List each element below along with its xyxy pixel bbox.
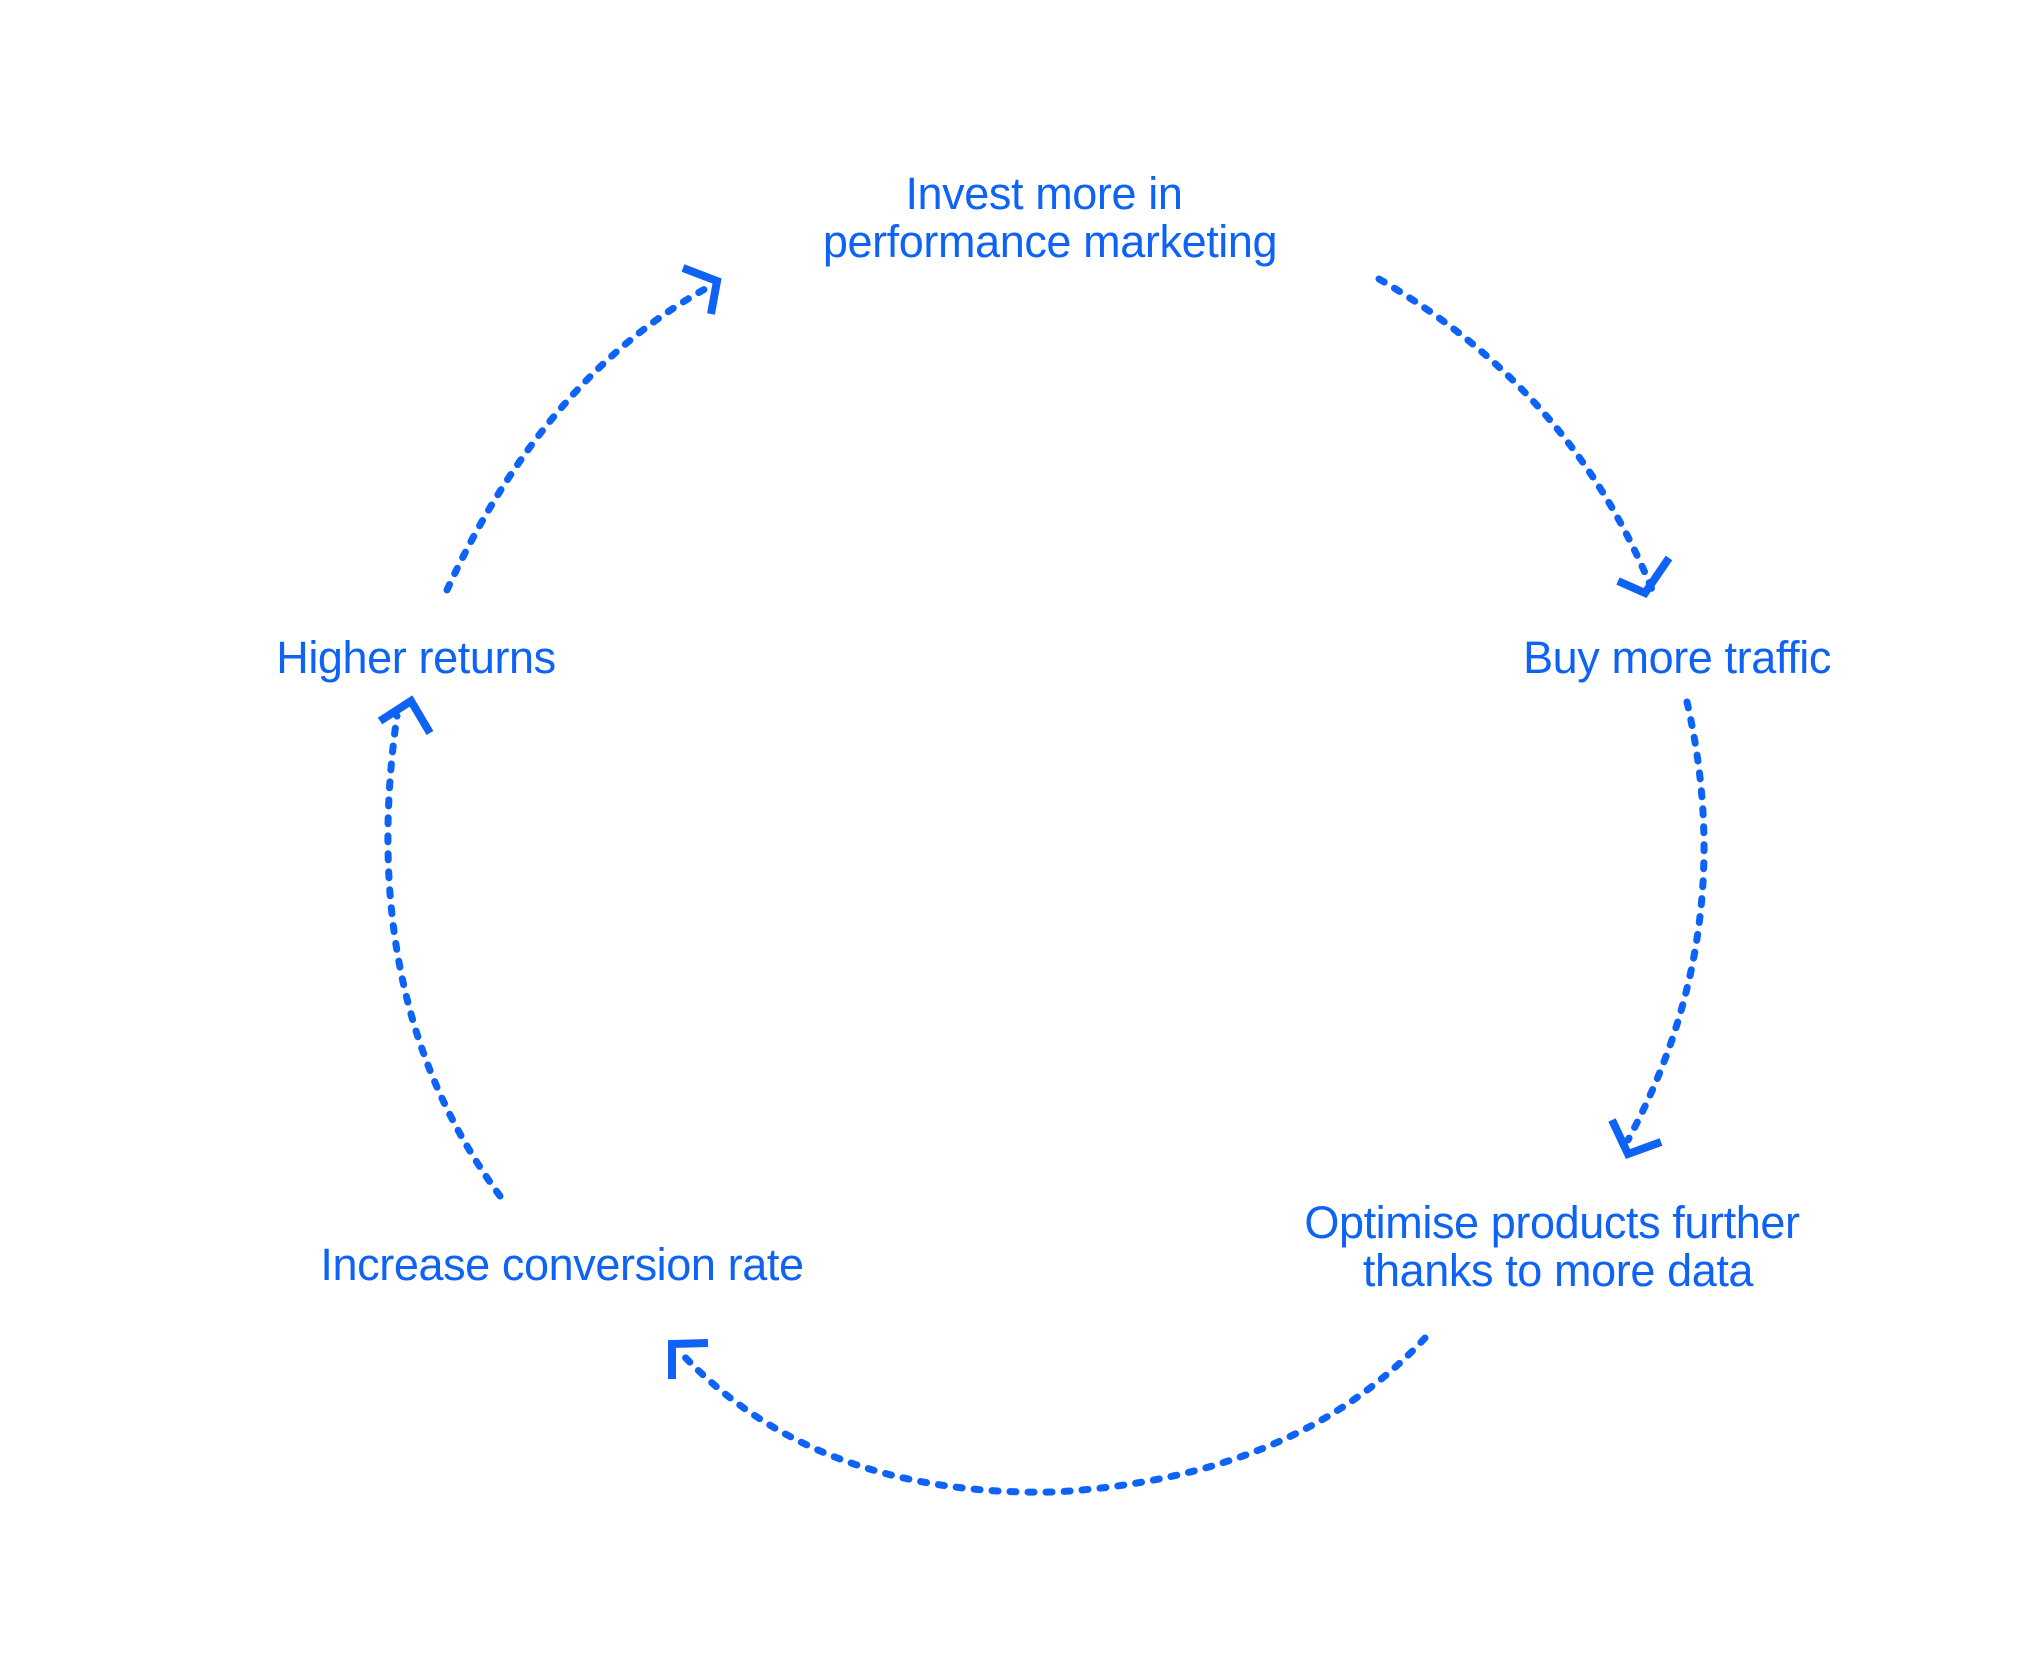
arrow-head-returns-to-invest xyxy=(681,264,722,315)
step-returns-label: Higher returns xyxy=(276,632,556,683)
connector-traffic-to-optimise xyxy=(1624,698,1708,1144)
step-invest-label: Invest more in performance marketing xyxy=(823,168,1277,267)
connector-conversion-to-returns xyxy=(384,712,504,1200)
step-optimise-label: Optimise products further thanks to more… xyxy=(1304,1197,1811,1296)
step-traffic-label: Buy more traffic xyxy=(1523,632,1831,683)
connector-invest-to-traffic xyxy=(1375,275,1657,596)
step-invest-line-2: performance marketing xyxy=(823,216,1277,267)
connector-optimise-to-conversion xyxy=(677,1334,1429,1496)
step-conversion-line-1: Increase conversion rate xyxy=(320,1239,803,1290)
connector-returns-to-invest xyxy=(443,285,709,594)
step-optimise-line-2: thanks to more data xyxy=(1363,1245,1755,1296)
arrow-head-traffic-to-optimise xyxy=(1608,1118,1663,1160)
step-labels: Invest more in performance marketing Buy… xyxy=(276,168,1831,1296)
arrow-head-optimise-to-conversion xyxy=(668,1339,709,1379)
step-optimise-line-1: Optimise products further xyxy=(1304,1197,1800,1248)
arrow-head-invest-to-traffic xyxy=(1616,555,1673,599)
connectors xyxy=(377,264,1708,1496)
step-invest-line-1: Invest more in xyxy=(905,168,1182,219)
step-conversion-label: Increase conversion rate xyxy=(320,1239,803,1290)
step-traffic-line-1: Buy more traffic xyxy=(1523,632,1831,683)
arrow-head-conversion-to-returns xyxy=(377,695,434,736)
step-returns-line-1: Higher returns xyxy=(276,632,556,683)
